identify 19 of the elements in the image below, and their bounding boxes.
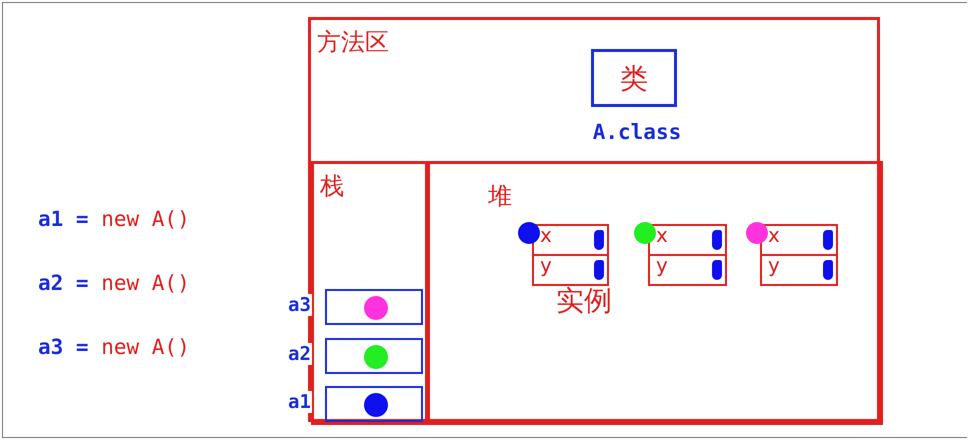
- instance-caption: 实例: [556, 283, 612, 319]
- code-line: a3 = new A(): [38, 335, 190, 359]
- code-line: a1 = new A(): [38, 207, 190, 231]
- field-name: y: [656, 253, 668, 277]
- class-file-name: A.class: [592, 120, 682, 144]
- class-label: 类: [619, 61, 649, 97]
- area-title: 方法区: [317, 27, 389, 58]
- field-name: x: [656, 223, 668, 247]
- variable-name: a1: [287, 391, 312, 413]
- field-name: x: [540, 223, 552, 247]
- variable-name: a3: [287, 294, 312, 316]
- field-name: y: [540, 253, 552, 277]
- memory-area-box: [427, 161, 883, 425]
- field-name: y: [768, 253, 780, 277]
- code-line: a2 = new A(): [38, 271, 190, 295]
- variable-name: a2: [287, 343, 312, 365]
- area-title: 栈: [320, 171, 344, 202]
- area-title: 堆: [488, 181, 512, 212]
- field-name: x: [768, 223, 780, 247]
